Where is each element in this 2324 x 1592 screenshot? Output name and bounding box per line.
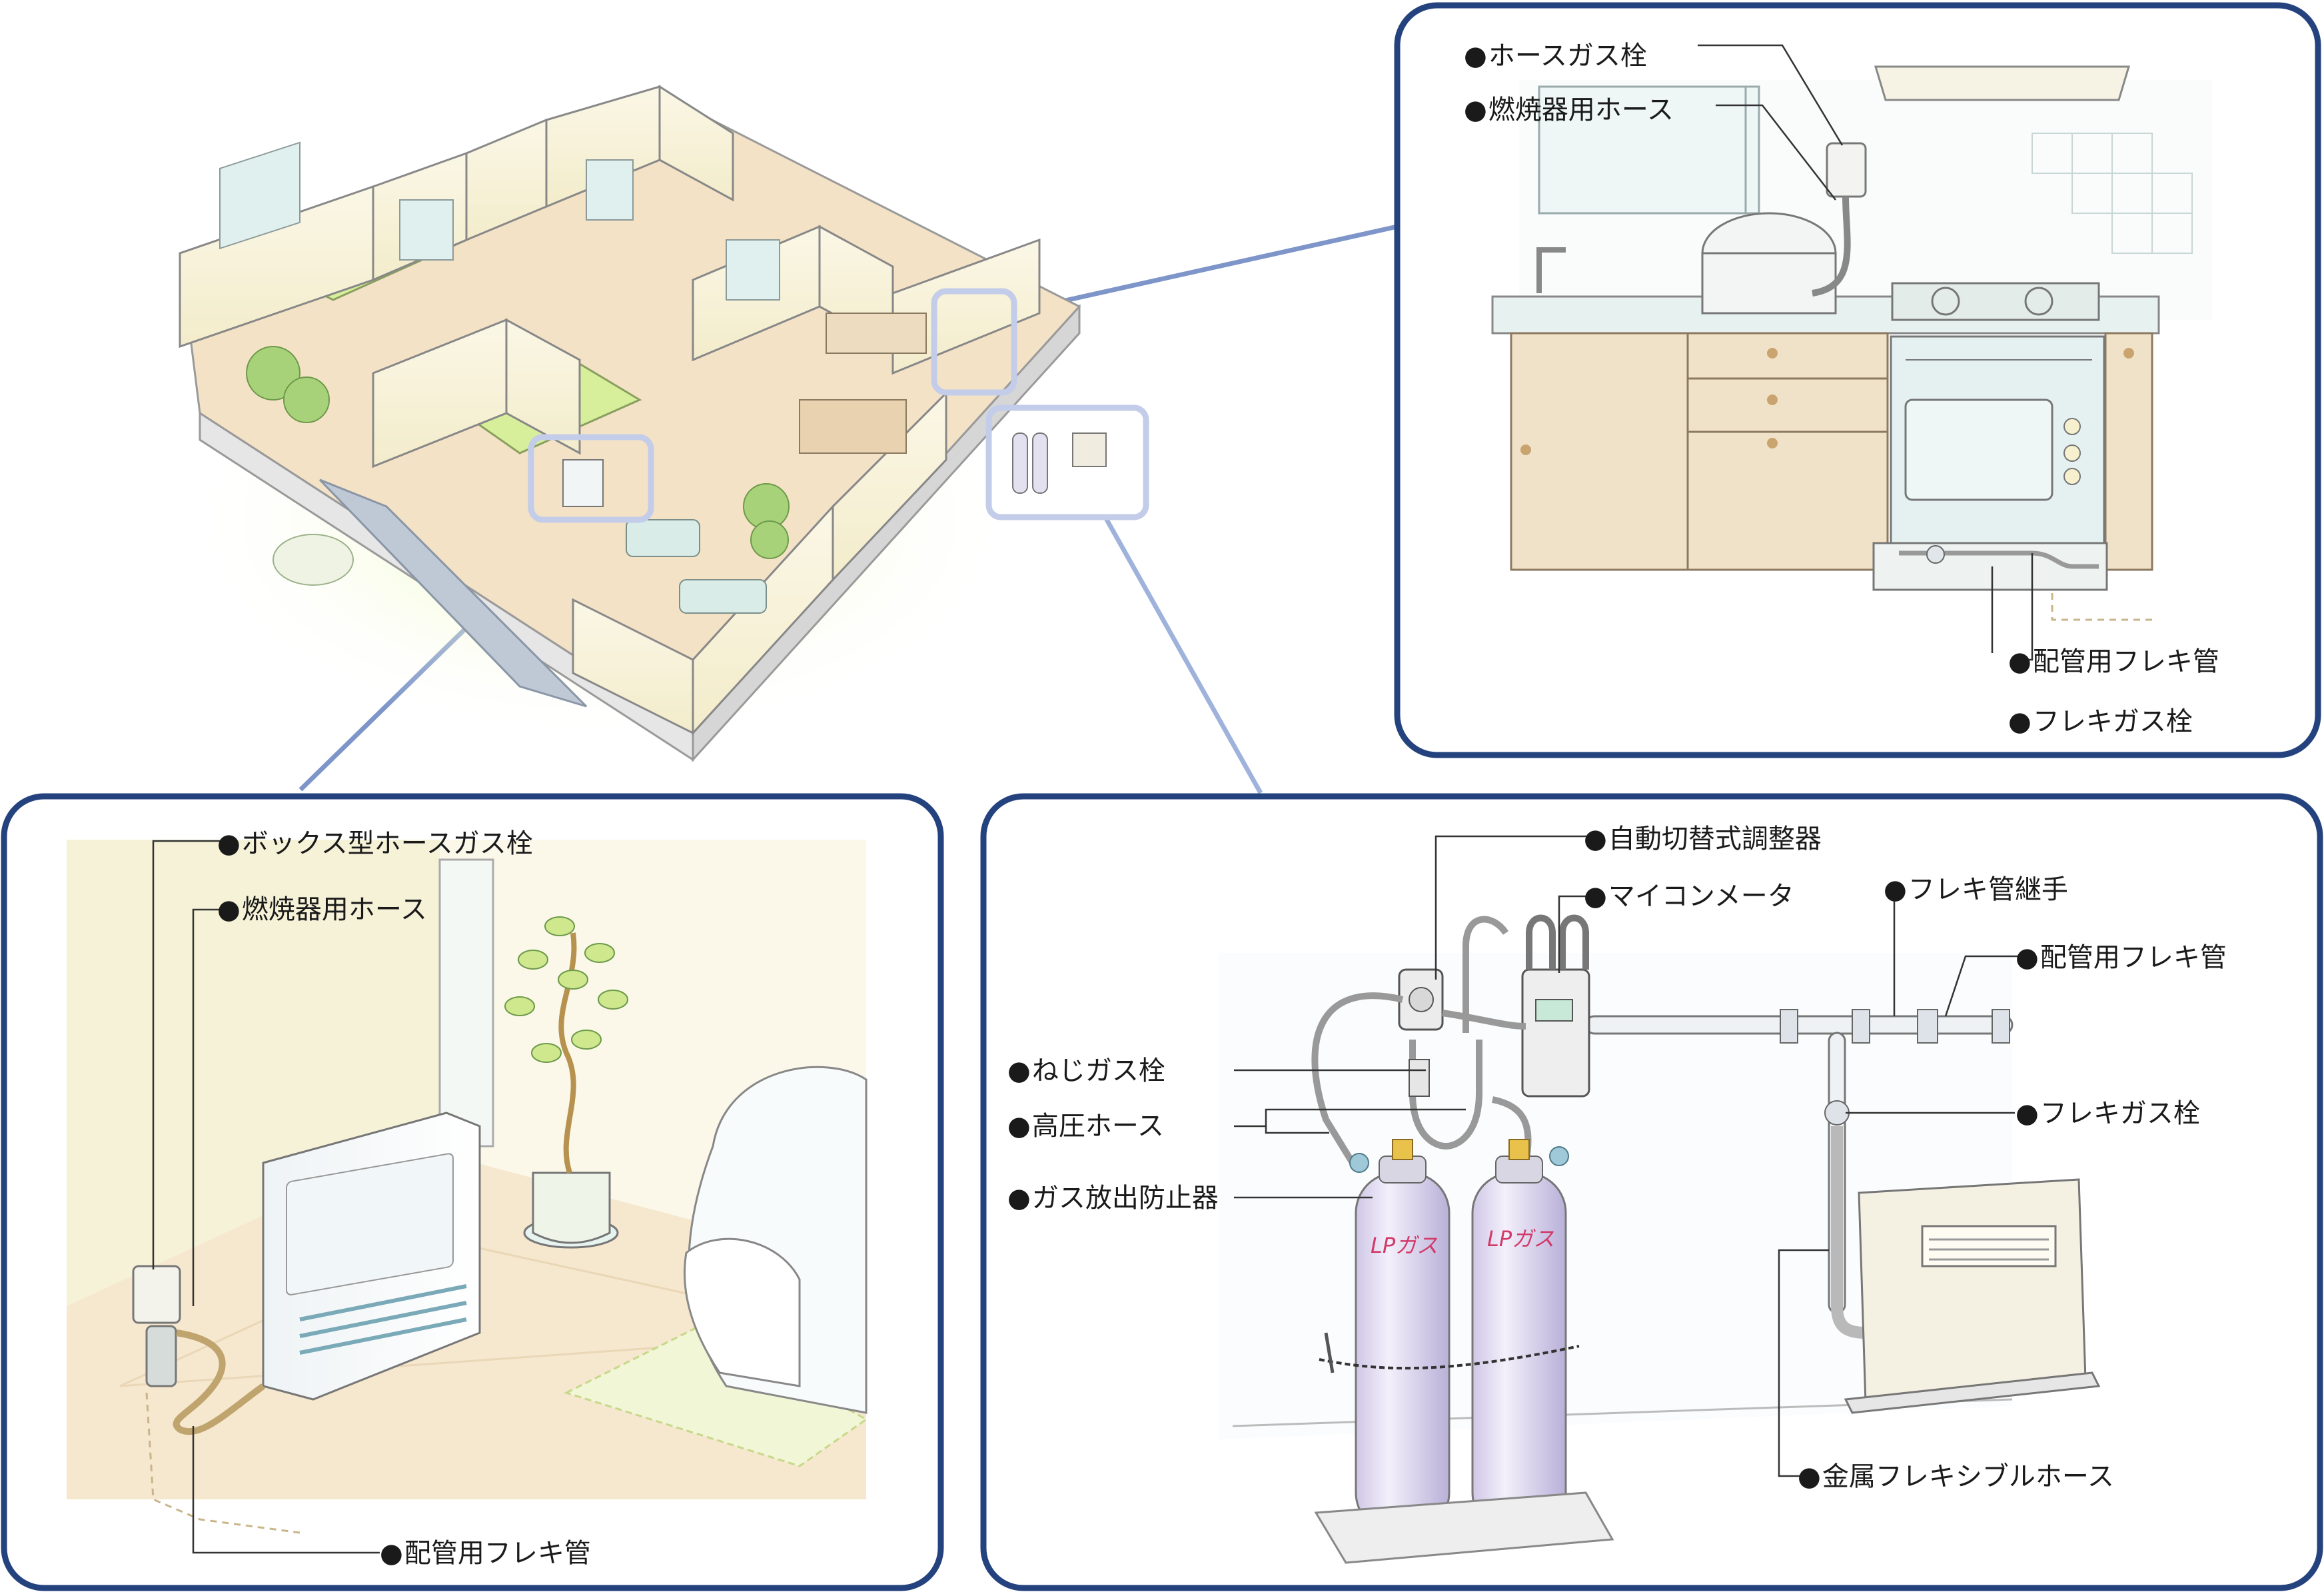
label-auto-switch-regulator: 自動切替式調整器 (1584, 826, 1822, 852)
cylinder-label-2: LPガス (1487, 1226, 1554, 1251)
label-burner-hose-living: 燃焼器用ホース (217, 896, 427, 923)
label-burner-hose-kitchen: 燃焼器用ホース (1464, 97, 1674, 123)
cylinder-label-1: LPガス (1371, 1233, 1438, 1258)
house-cutaway (179, 85, 1149, 762)
label-piping-flex-pipe-kitchen: 配管用フレキ管 (2008, 648, 2219, 675)
label-metal-flexible-hose: 金属フレキシブルホース (1798, 1463, 2114, 1490)
outdoor-illustration (1219, 914, 2101, 1564)
living-illustration (67, 840, 868, 1534)
label-flex-pipe-joint: フレキ管継手 (1884, 876, 2068, 903)
label-piping-flex-pipe-outdoor: 配管用フレキ管 (2016, 944, 2227, 971)
label-gas-release-preventer: ガス放出防止器 (1007, 1185, 1219, 1211)
label-flex-gas-cock-outdoor: フレキガス栓 (2016, 1100, 2200, 1127)
label-screw-gas-cock: ねじガス栓 (1007, 1058, 1165, 1084)
label-flex-gas-cock-kitchen: フレキガス栓 (2008, 708, 2193, 735)
label-box-hose-gas-cock: ボックス型ホースガス栓 (217, 830, 533, 857)
label-hose-gas-cock: ホースガス栓 (1464, 43, 1647, 69)
label-piping-flex-pipe-living: 配管用フレキ管 (380, 1540, 591, 1567)
kitchen-illustration (1491, 65, 2212, 621)
label-high-pressure-hose: 高圧ホース (1007, 1113, 1164, 1140)
living-leader-lines (152, 840, 380, 1554)
label-microcomputer-meter: マイコンメータ (1584, 883, 1794, 910)
